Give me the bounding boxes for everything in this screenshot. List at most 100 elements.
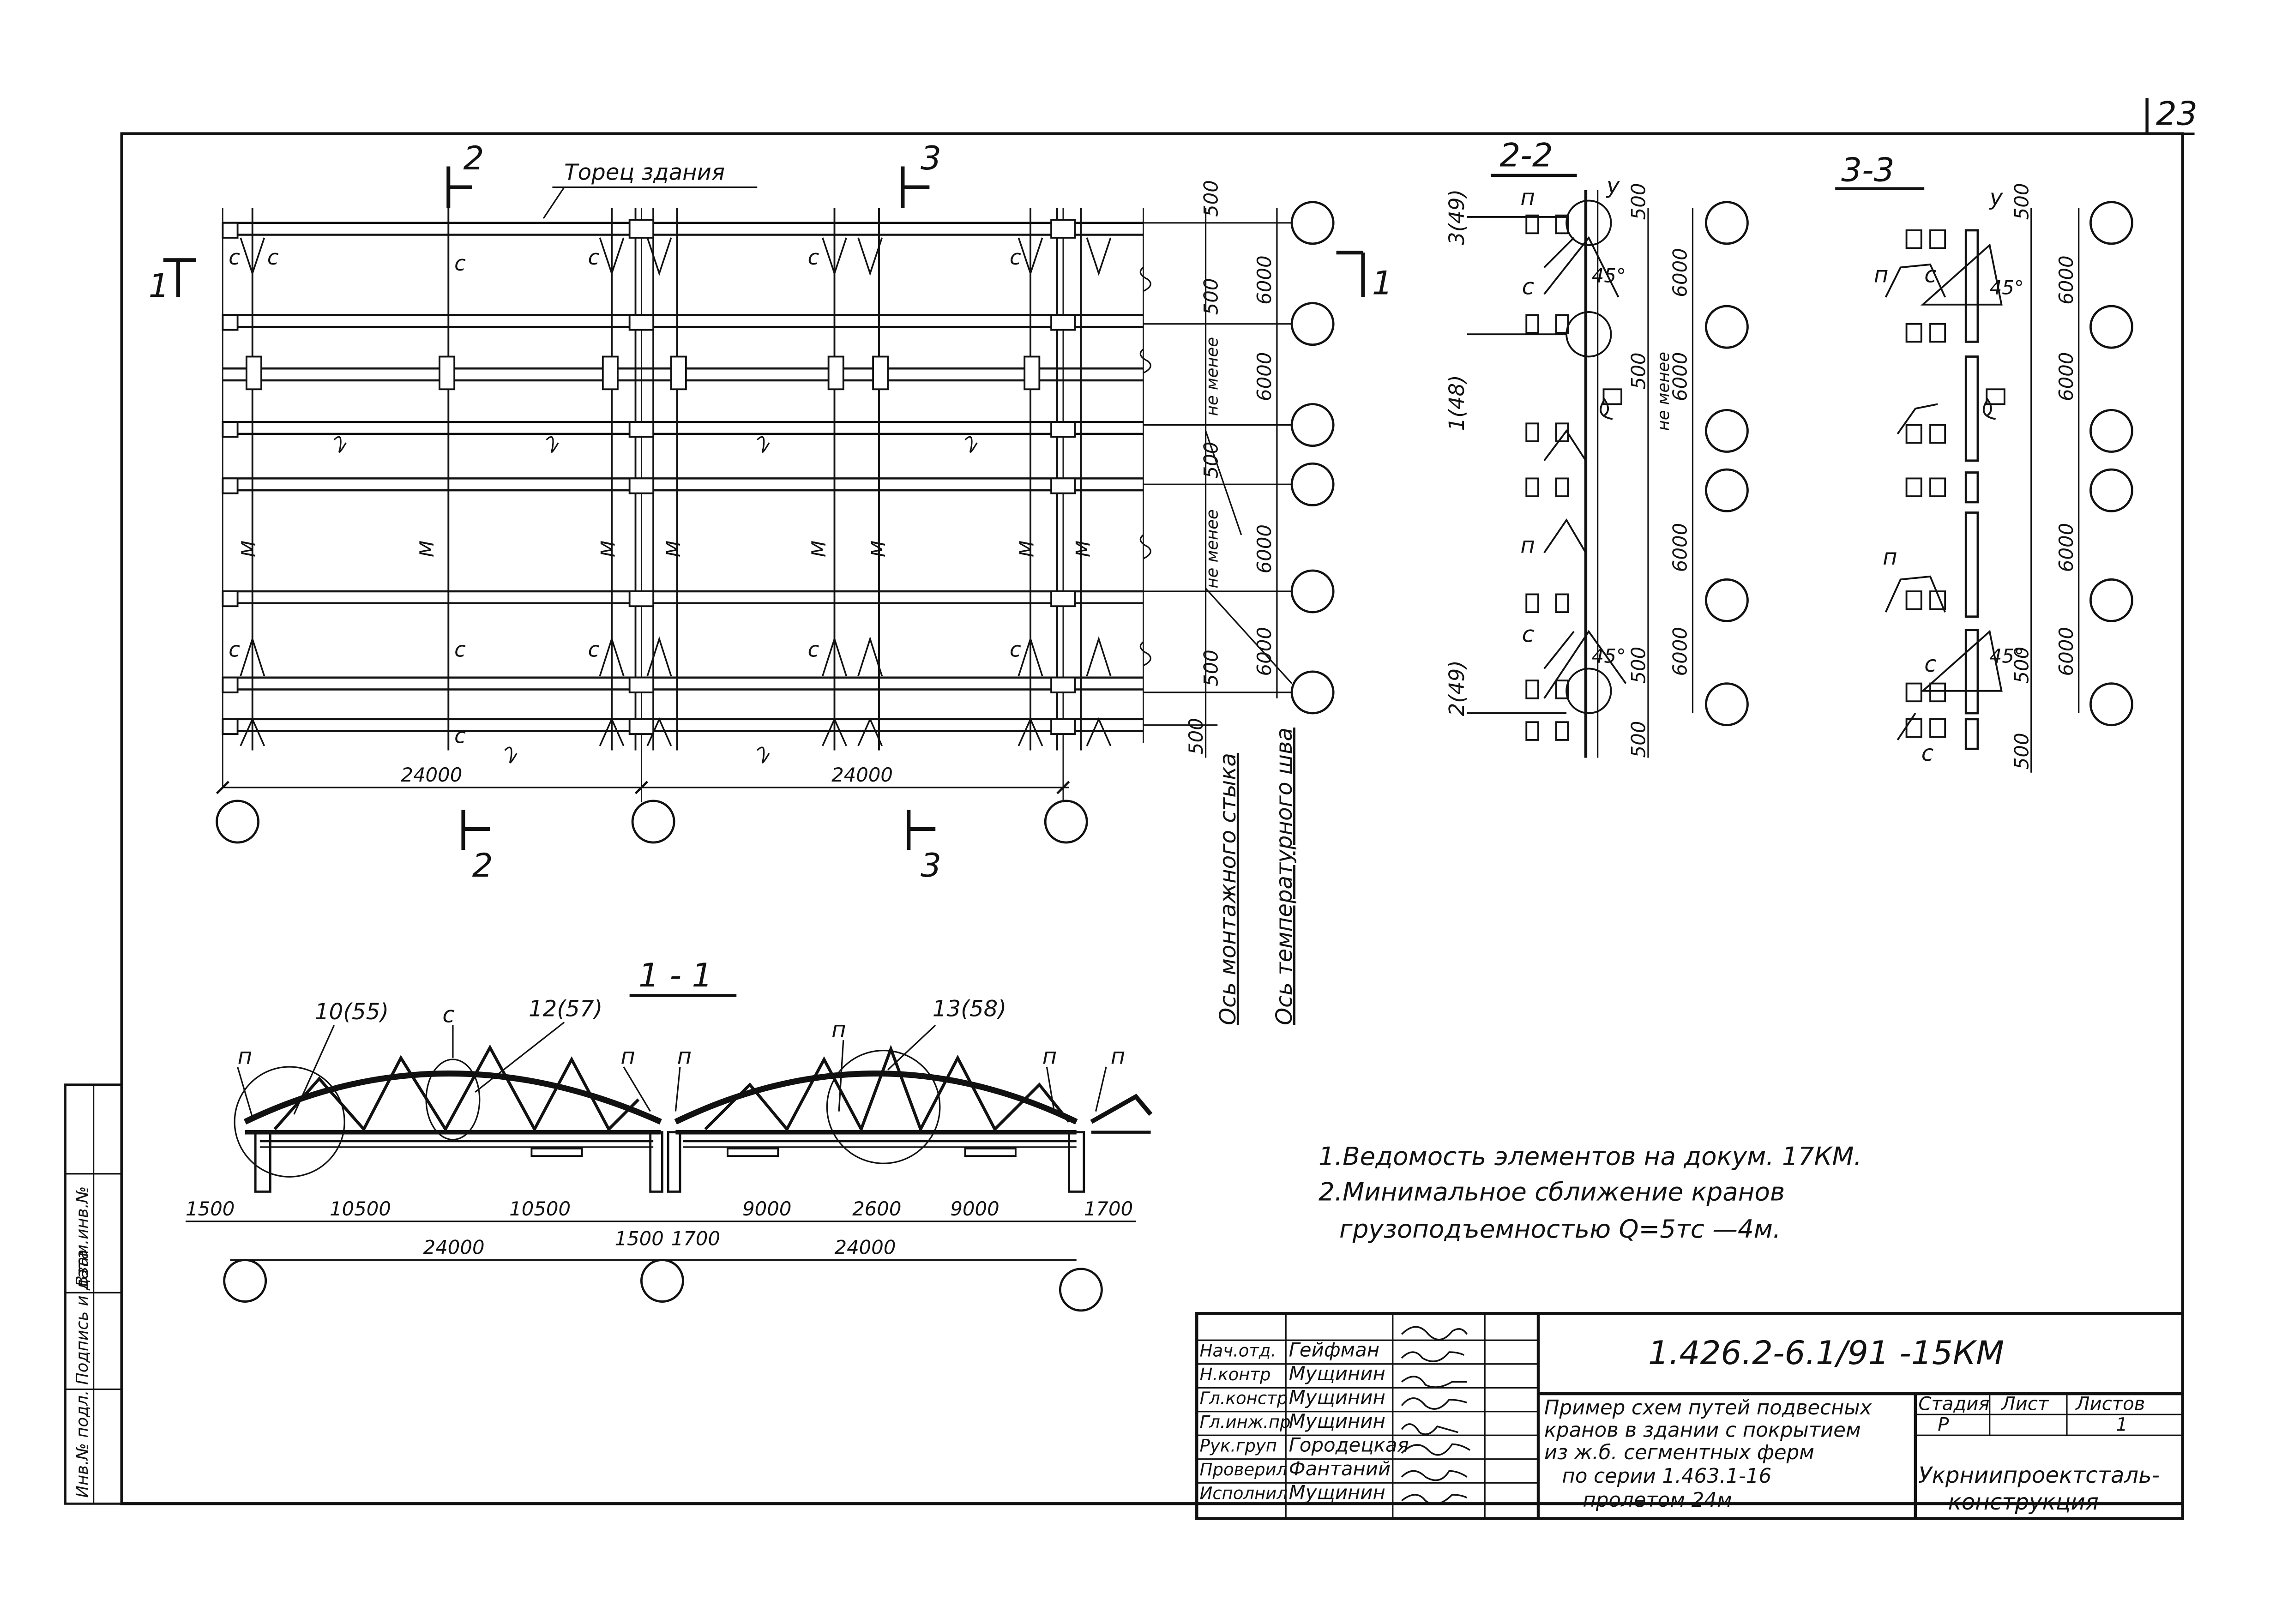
beam-label-m: М [662,541,685,557]
label-p: п [1883,544,1897,570]
dim-10500: 10500 [330,1197,391,1220]
s22-dim: 6000 [1669,352,1692,401]
stamp-name: Фантаний [1289,1457,1391,1480]
span-24000: 24000 [423,1236,485,1259]
facade-label: Торец здания [564,159,725,185]
brace-label-c: с [454,723,466,748]
strip-signature-date: Подпись и дата [73,1250,92,1385]
drawing-title-line: по серии 1.463.1-16 [1562,1465,1771,1488]
beam-label-m: М [1072,541,1095,557]
dim-2600: 2600 [852,1197,901,1220]
s33-dim: 6000 [2055,255,2077,304]
callout-p: п [677,1044,692,1070]
plan-span-2: 24000 [831,764,893,786]
section-mark-2-bottom: 2 [472,846,493,884]
stamp-name: Гейфман [1289,1339,1379,1361]
s22-dim-ne-menee: не менее [1654,352,1673,431]
drawing-title-line: пролетом 24м [1583,1489,1732,1512]
plan-dim-6000: 6000 [1253,255,1276,304]
axis-mount-label: Ось монтажного стыка [1215,753,1241,1025]
angle-45: 45° [1990,645,2024,668]
stamp-name: Городецкая [1289,1434,1409,1456]
plan-view: с с с с с с с с с с с с М М М М М М М М … [149,139,1393,1025]
angle-45: 45° [1592,645,1626,668]
org-name: конструкция [1948,1489,2099,1515]
stamp-role: Н.контр [1200,1365,1271,1384]
plan-dim-6000: 6000 [1253,524,1276,573]
brace-label-c: с [454,251,466,276]
stamp-name: Мущинин [1289,1386,1385,1409]
callout-13-58: 13(58) [933,996,1006,1022]
beam-label-m: М [237,541,260,557]
plan-span-1: 24000 [401,764,462,786]
s33-dim: 6000 [2055,627,2077,676]
sheets-header: Листов [2075,1394,2145,1415]
brace-label-c: с [808,245,819,270]
angle-45: 45° [1990,276,2024,299]
beam-label-m: М [415,541,438,557]
callout-p: п [831,1017,846,1043]
sheet-header: Лист [2000,1394,2049,1415]
beam-label-m: М [1015,541,1038,557]
callout-10-55: 10(55) [315,999,389,1025]
section-mark-3-bottom: 3 [921,846,941,884]
section-3-3-title: 3-3 [1841,151,1895,189]
stamp-name: Мущинин [1289,1410,1385,1432]
section-mark-3: 3 [921,139,941,177]
stamp-name: Мущинин [1289,1362,1385,1385]
section-1-1: 1 - 1 [186,956,1153,1312]
beam-label-m: М [807,541,830,557]
s22-dim: 6000 [1669,248,1692,297]
stamp-role: Проверил [1200,1460,1288,1480]
callout-c: с [442,1002,455,1028]
label-p: п [1520,185,1535,211]
plan-dim-500: 500 [1199,180,1222,217]
callout-1-48: 1(48) [1445,375,1469,431]
drawing-title-line: Пример схем путей подвесных [1544,1396,1873,1419]
note-1: 1.Ведомость элементов на докум. 17КМ. [1319,1141,1862,1171]
callout-p: п [238,1044,253,1070]
label-p: п [1520,532,1535,558]
s33-dim: 500 [2010,733,2033,770]
label-y: у [1606,173,1620,198]
label-c: с [1921,740,1934,766]
brace-label-c: с [229,245,240,270]
s33-dim: 6000 [2055,523,2077,572]
stamp-role: Нач.отд. [1200,1341,1276,1361]
note-3: грузоподъемностью Q=5тс —4м. [1339,1214,1781,1244]
s22-dim: 6000 [1669,523,1692,572]
drawing-title-line: из ж.б. сегментных ферм [1544,1441,1814,1464]
stamp-role: Гл.инж.пр [1200,1412,1291,1432]
callout-3-49: 3(49) [1445,189,1469,245]
label-c: с [1924,262,1937,288]
section-2-2-title: 2-2 [1499,136,1553,174]
span-24000: 24000 [835,1236,896,1259]
brace-label-c: с [588,638,600,662]
section-3-3: 3-3 п [1835,151,2133,773]
section-mark-2: 2 [463,139,484,177]
brace-label-c: с [1010,638,1021,662]
label-y: у [1989,185,2004,211]
dim-1700: 1700 [1084,1197,1133,1220]
brace-label-c: с [808,638,819,662]
angle-45: 45° [1592,265,1626,287]
plan-dim-500: 500 [1185,718,1207,755]
plan-dim-ne-menee: не менее [1203,509,1222,588]
s22-dim: 500 [1627,721,1650,758]
note-2: 2.Минимальное сближение кранов [1319,1177,1785,1207]
stamp-name: Мущинин [1289,1481,1385,1504]
label-p: п [1874,262,1889,288]
dim-9000: 9000 [950,1197,999,1220]
sheets-value: 1 [2116,1414,2128,1436]
handwritten-signatures [1401,1326,1471,1505]
drawing-title-line: кранов в здании с покрытием [1544,1419,1861,1442]
section-mark-1-left: 1 [149,267,169,305]
brace-label-c: с [588,245,600,270]
callout-p: п [1042,1044,1057,1070]
callout-12-57: 12(57) [529,996,602,1022]
notes: 1.Ведомость элементов на докум. 17КМ. 2.… [1319,1141,1862,1244]
plan-dim-ne-menee: не менее [1203,337,1222,416]
dim-1500: 1500 [615,1227,664,1250]
s22-dim: 500 [1627,352,1650,389]
